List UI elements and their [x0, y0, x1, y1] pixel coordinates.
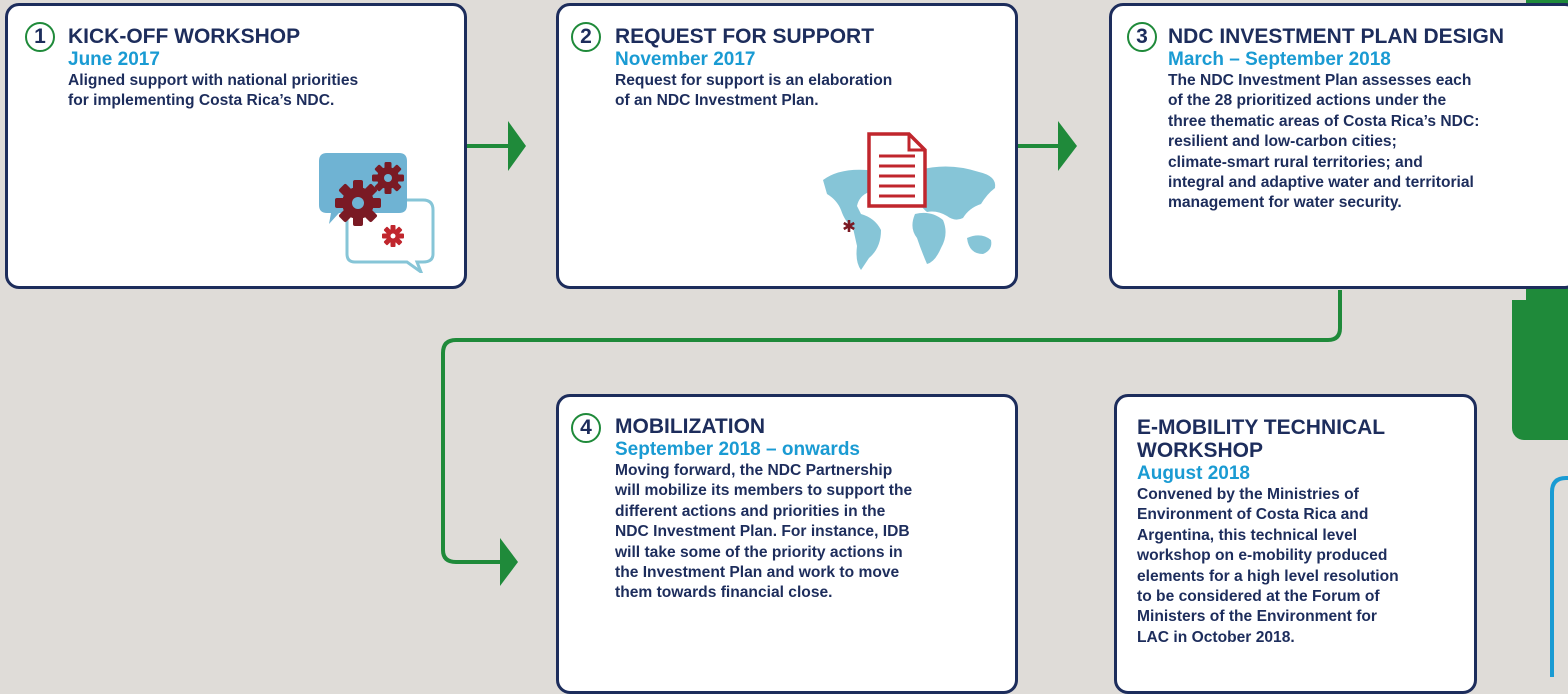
step-4-title: MOBILIZATION [615, 415, 766, 438]
step-3-body-line-1: The NDC Investment Plan assesses each [1168, 72, 1472, 89]
step-2-date: November 2017 [615, 49, 756, 70]
step-3-body-line-3: three thematic areas of Costa Rica’s NDC… [1168, 112, 1480, 130]
step-4-body-line-4: NDC Investment Plan. For instance, IDB [615, 523, 910, 541]
step-2-body-line-1: Request for support is an elaboration [615, 72, 893, 89]
e-mobility-body-line-2: Environment of Costa Rica and [1137, 506, 1369, 524]
step-3-body-line-5: climate-smart rural territories; and [1168, 153, 1423, 171]
e-mobility-title-line-1: E-MOBILITY TECHNICAL [1137, 416, 1386, 439]
e-mobility-body-line-7: Ministers of the Environment for [1137, 608, 1377, 626]
step-2-number: 2 [571, 22, 601, 52]
step-4-body-line-2: will mobilize its members to support the [615, 482, 913, 500]
step-4-body-line-7: them towards financial close. [615, 584, 833, 602]
step-3-card: 3 NDC INVESTMENT PLAN DESIGN March – Sep… [1109, 3, 1568, 289]
arrow-3-to-4-line [441, 290, 1342, 564]
e-mobility-body-line-6: to be considered at the Forum of [1137, 588, 1380, 605]
step-3-body-line-7: management for water security. [1168, 194, 1402, 212]
step-4-body-line-5: will take some of the priority actions i… [615, 543, 903, 561]
gears-speech-bubbles-icon [319, 153, 435, 273]
e-mobility-body-line-4: workshop on e-mobility produced [1137, 547, 1388, 565]
arrow-3-to-4-head [500, 538, 518, 586]
arrow-2-to-3-head [1058, 121, 1077, 171]
step-2-title: REQUEST FOR SUPPORT [615, 25, 875, 48]
step-2-body-line-2: of an NDC Investment Plan. [615, 92, 819, 110]
step-3-body-line-2: of the 28 prioritized actions under the [1168, 92, 1447, 110]
e-mobility-workshop-card: E-MOBILITY TECHNICAL WORKSHOP August 201… [1114, 394, 1477, 694]
e-mobility-body-line-5: elements for a high level resolution [1137, 567, 1399, 585]
step-2-card: 2 REQUEST FOR SUPPORT November 2017 Requ… [556, 3, 1018, 289]
arrow-1-to-2-head [508, 121, 526, 171]
step-4-body-line-1: Moving forward, the NDC Partnership [615, 462, 893, 479]
side-blue-edge [1550, 476, 1568, 677]
step-1-date: June 2017 [68, 49, 160, 70]
step-4-card: 4 MOBILIZATION September 2018 – onwards … [556, 394, 1018, 694]
step-1-card: 1 KICK-OFF WORKSHOP June 2017 Aligned su… [5, 3, 467, 289]
step-1-body-line-1: Aligned support with national priorities [68, 72, 359, 89]
step-3-body-line-6: integral and adaptive water and territor… [1168, 174, 1474, 191]
e-mobility-body-line-8: LAC in October 2018. [1137, 628, 1295, 646]
e-mobility-body-line-3: Argentina, this technical level [1137, 526, 1358, 544]
world-map-document-icon [823, 132, 996, 270]
step-3-title: NDC INVESTMENT PLAN DESIGN [1168, 25, 1505, 48]
step-3-body-line-4: resilient and low-carbon cities; [1168, 133, 1397, 151]
step-4-date: September 2018 – onwards [615, 439, 860, 460]
step-1-body-line-2: for implementing Costa Rica’s NDC. [68, 92, 335, 110]
step-3-date: March – September 2018 [1168, 49, 1391, 70]
step-1-number: 1 [25, 22, 55, 52]
step-4-body-line-6: the Investment Plan and work to move [615, 564, 900, 581]
step-4-number: 4 [571, 413, 601, 443]
e-mobility-title-line-2: WORKSHOP [1137, 439, 1263, 462]
step-1-title: KICK-OFF WORKSHOP [68, 25, 301, 48]
e-mobility-date: August 2018 [1137, 463, 1250, 484]
step-4-body-line-3: different actions and priorities in the [615, 502, 886, 520]
e-mobility-body-line-1: Convened by the Ministries of [1137, 486, 1359, 503]
step-3-number: 3 [1127, 22, 1157, 52]
location-marker-icon [843, 220, 855, 232]
